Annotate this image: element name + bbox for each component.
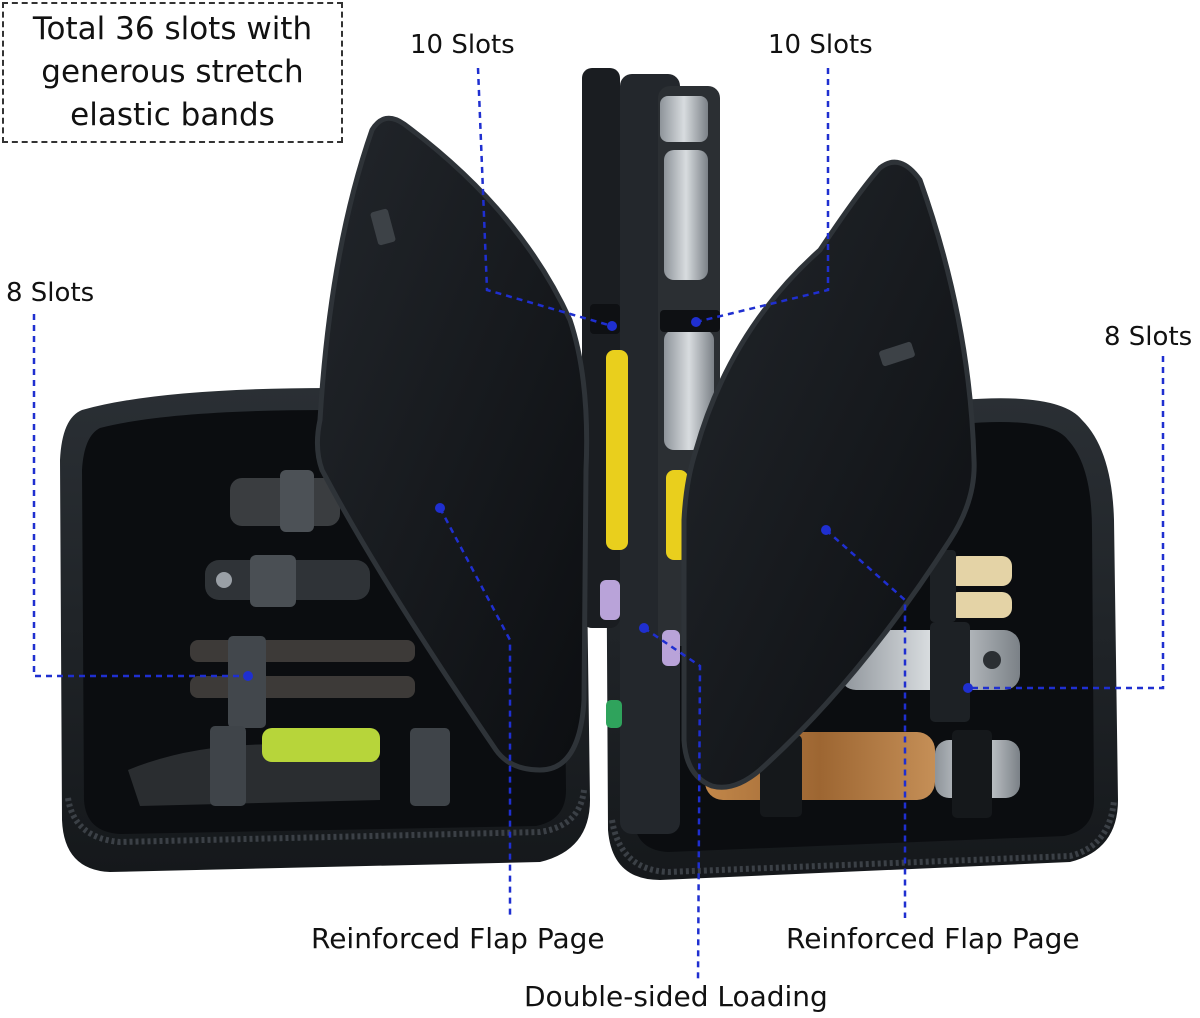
callout-top-right-slots: 10 Slots	[768, 30, 873, 60]
leader-dots	[243, 317, 973, 693]
callout-center: Double-sided Loading	[524, 980, 828, 1013]
knife-left-2	[205, 555, 370, 607]
callout-right-slots: 8 Slots	[1104, 322, 1193, 352]
headline-text: Total 36 slots with generous stretch ela…	[32, 11, 313, 133]
flap-right	[681, 159, 977, 790]
leader-top-right-slots	[695, 68, 830, 324]
leader-right-slots	[968, 356, 1165, 690]
callout-top-left-slots: 10 Slots	[410, 30, 515, 60]
headline-box: Total 36 slots with generous stretch ela…	[2, 2, 343, 143]
chain-multitool	[660, 96, 714, 450]
knife-left-bottom	[128, 726, 450, 806]
knife-left-1	[230, 470, 340, 532]
butterfly-knife-left	[190, 636, 415, 728]
knife-right-steel	[840, 622, 1020, 722]
leader-center	[643, 626, 702, 981]
purple-clips	[600, 580, 680, 728]
callout-left-slots: 8 Slots	[6, 278, 95, 308]
multitool-right	[930, 550, 1012, 622]
leader-flap-left	[438, 507, 512, 918]
callout-flap-left: Reinforced Flap Page	[311, 922, 605, 955]
leader-lines	[32, 67, 1165, 981]
leader-flap-right	[825, 529, 907, 918]
leader-top-left-slots	[476, 67, 613, 328]
callout-flap-right: Reinforced Flap Page	[786, 922, 1080, 955]
flap-left	[314, 115, 590, 773]
